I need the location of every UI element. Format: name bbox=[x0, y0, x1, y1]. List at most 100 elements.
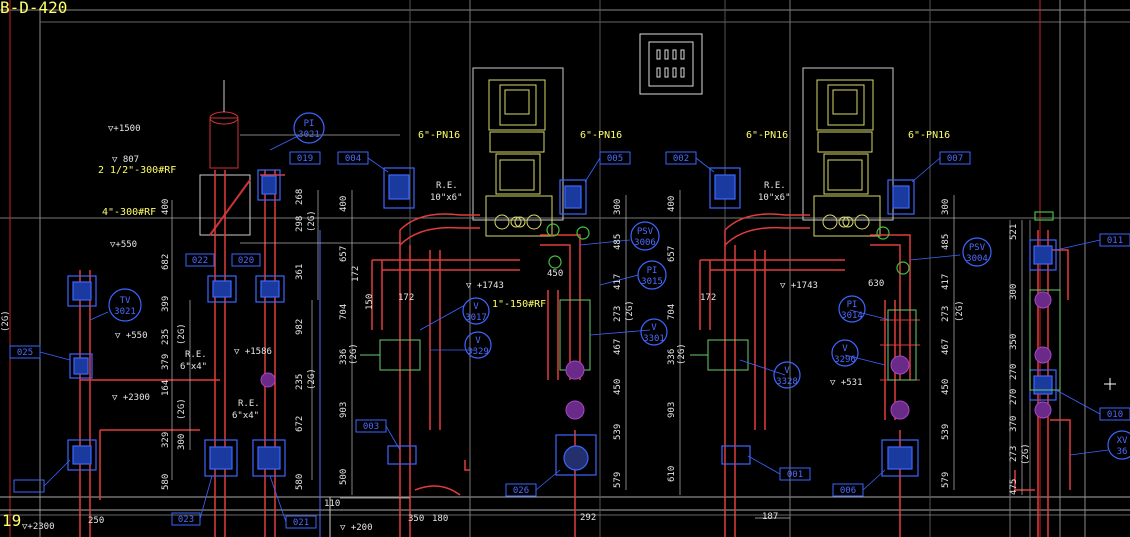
dim-682: 682 bbox=[161, 254, 171, 270]
dim-704b: 704 bbox=[667, 304, 677, 320]
tag-019: 019 bbox=[297, 154, 313, 164]
dim-400c: 400 bbox=[667, 196, 677, 212]
dim-370: 370 bbox=[1009, 416, 1019, 432]
reducer-3-size: 6"x4" bbox=[180, 362, 207, 372]
dim-300a: 300 bbox=[177, 434, 187, 450]
bubble-v3328-a: V bbox=[784, 366, 790, 376]
dim-350: 350 bbox=[408, 514, 424, 524]
bubble-tv3021-a: TV bbox=[120, 296, 131, 306]
tag-leaders bbox=[39, 157, 1101, 523]
tag-011: 011 bbox=[1107, 236, 1123, 246]
dim-579a: 579 bbox=[613, 472, 623, 488]
dim-539b: 539 bbox=[941, 424, 951, 440]
elev-1743-a: ▽ +1743 bbox=[466, 281, 504, 291]
dim-329: 329 bbox=[161, 432, 171, 448]
dim-657b: 657 bbox=[667, 246, 677, 262]
dim-399: 399 bbox=[161, 296, 171, 312]
bubble-pi3014-b: 3014 bbox=[841, 311, 863, 321]
bubble-psv3004-b: 3004 bbox=[966, 254, 988, 264]
spec-pn16-4: 6"-PN16 bbox=[908, 130, 950, 141]
tag-010: 010 bbox=[1107, 410, 1123, 420]
bubble-pi3021-b: 3021 bbox=[298, 130, 320, 140]
elev-200: ▽ +200 bbox=[340, 523, 373, 533]
elev-2300: ▽ +2300 bbox=[112, 393, 150, 403]
reducer-1-size: 10"x6" bbox=[430, 193, 463, 203]
dim-235: 235 bbox=[161, 329, 171, 345]
bubble-psv3006-a: PSV bbox=[637, 227, 654, 237]
dim-485b: 485 bbox=[941, 234, 951, 250]
dim-475: 475 bbox=[1009, 479, 1019, 495]
dim-580b: 580 bbox=[295, 474, 305, 490]
dim-704a: 704 bbox=[339, 304, 349, 320]
dim-298: 298 bbox=[295, 216, 305, 232]
elev-1743-b: ▽ +1743 bbox=[780, 281, 818, 291]
dimension-lines bbox=[0, 134, 1130, 519]
spec-2-5in: 2 1/2"-300#RF bbox=[98, 165, 176, 176]
elev-1586: ▽ +1586 bbox=[234, 347, 272, 357]
tag-007: 007 bbox=[947, 154, 963, 164]
tag-labels: 019 004 005 002 007 022 020 025 003 026 … bbox=[17, 154, 1123, 528]
dim-2g-5: (2G) bbox=[349, 343, 359, 365]
dim-2g-4: (2G) bbox=[307, 368, 317, 390]
dim-450b: 450 bbox=[613, 379, 623, 395]
elev-550-b: ▽ +550 bbox=[115, 331, 148, 341]
dim-273b: 273 bbox=[941, 306, 951, 322]
dim-467a: 467 bbox=[613, 339, 623, 355]
bubble-pi3021-a: PI bbox=[304, 119, 315, 129]
dim-268: 268 bbox=[295, 189, 305, 205]
dim-521: 521 bbox=[1009, 224, 1019, 240]
dim-2g-7: (2G) bbox=[677, 343, 687, 365]
dim-400a: 400 bbox=[161, 199, 171, 215]
dim-164: 164 bbox=[161, 380, 171, 396]
bubble-psv3004-a: PSV bbox=[969, 243, 986, 253]
bubble-v3329-b: 3329 bbox=[467, 347, 489, 357]
dim-300d: 300 bbox=[1009, 284, 1019, 300]
dim-417b: 417 bbox=[941, 274, 951, 290]
reducer-2: R.E. bbox=[764, 181, 786, 191]
dim-270b: 270 bbox=[1009, 389, 1019, 405]
reducer-3: R.E. bbox=[185, 350, 207, 360]
tag-022: 022 bbox=[192, 256, 208, 266]
instrument-bubbles bbox=[108, 112, 1130, 460]
dim-485a: 485 bbox=[613, 234, 623, 250]
dim-580a: 580 bbox=[161, 474, 171, 490]
dim-180: 180 bbox=[432, 514, 448, 524]
tag-004: 004 bbox=[345, 154, 361, 164]
bubble-v3296-a: V bbox=[842, 344, 848, 354]
dim-379: 379 bbox=[161, 354, 171, 370]
dim-235b: 235 bbox=[295, 374, 305, 390]
tag-021: 021 bbox=[293, 518, 309, 528]
bubble-v3301-a: V bbox=[651, 323, 657, 333]
dim-172c: 172 bbox=[700, 293, 716, 303]
bubble-pi3015-b: 3015 bbox=[641, 277, 663, 287]
valves-blue bbox=[67, 167, 1057, 477]
dim-903b: 903 bbox=[667, 402, 677, 418]
dim-250: 250 bbox=[88, 516, 104, 526]
bubble-v3301-b: 3301 bbox=[643, 334, 665, 344]
bubble-xv36-a: XV bbox=[1117, 436, 1128, 446]
green-nozzles bbox=[546, 211, 1054, 275]
elev-531: ▽ +531 bbox=[830, 378, 863, 388]
bubble-labels: PI 3021 TV 3021 PSV 3006 PI 3015 V 3017 … bbox=[114, 119, 1128, 457]
bubble-v3017-a: V bbox=[473, 302, 479, 312]
tag-023: 023 bbox=[178, 515, 194, 525]
elev-1500: ▽+1500 bbox=[108, 124, 141, 134]
dim-110: 110 bbox=[324, 499, 340, 509]
tag-005: 005 bbox=[607, 154, 623, 164]
tag-026: 026 bbox=[513, 486, 529, 496]
tag-002: 002 bbox=[673, 154, 689, 164]
dim-2g-8: (2G) bbox=[955, 300, 965, 322]
dimension-labels: 400 682 399 235 379 164 329 580 (2G) (2G… bbox=[1, 189, 1031, 495]
tag-006: 006 bbox=[840, 486, 856, 496]
bubble-v3017-b: 3017 bbox=[465, 313, 487, 323]
dim-610: 610 bbox=[667, 466, 677, 482]
dim-2g-1: (2G) bbox=[177, 323, 187, 345]
dim-672: 672 bbox=[295, 416, 305, 432]
dim-2g-9: (2G) bbox=[1021, 443, 1031, 465]
elev-807: ▽ 807 bbox=[112, 155, 139, 165]
pipe-runs bbox=[79, 170, 1071, 537]
dim-579b: 579 bbox=[941, 472, 951, 488]
dim-500: 500 bbox=[339, 469, 349, 485]
tag-025: 025 bbox=[17, 348, 33, 358]
